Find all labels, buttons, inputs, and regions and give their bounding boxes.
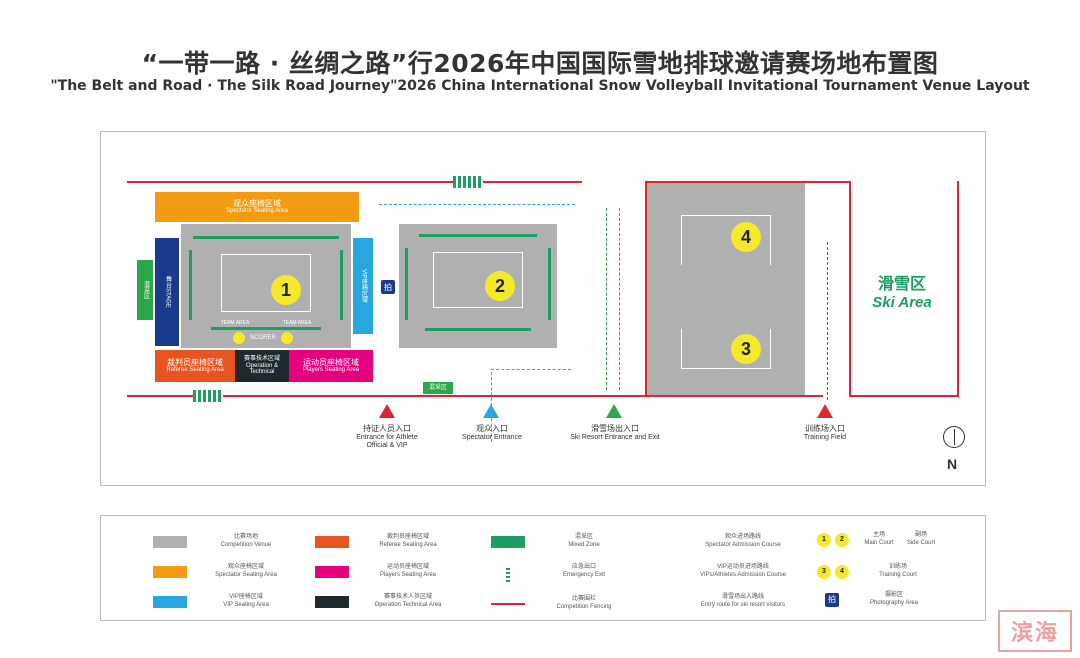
legend-swatch-players <box>315 565 349 578</box>
title-chinese: “一带一路 · 丝绸之路”行2026年中国国际雪地排球邀请赛场地布置图 <box>141 49 939 78</box>
emergency-exit-icon <box>491 565 525 582</box>
fence-ski-right-vert <box>849 181 851 397</box>
main-court-1: TEAM AREA TEAM AREA <box>181 224 351 348</box>
court-1-bench-right <box>340 250 343 320</box>
court-1-bench-left <box>189 250 192 320</box>
entrance-ski-label: 滑雪场出入口 Ski Resort Entrance and Exit <box>570 424 660 441</box>
route-spectator-mid <box>491 369 571 370</box>
training-court-4-lines <box>681 215 771 265</box>
court-number-4: 4 <box>731 222 761 252</box>
route-ski-2 <box>619 208 620 390</box>
ski-area-label: 滑雪区 Ski Area <box>872 276 932 311</box>
legend-swatch-mixed <box>491 535 525 548</box>
players-seating-area: 运动员座椅区域 Players Seating Area <box>289 350 373 382</box>
photography-icon: 拍 <box>825 592 839 607</box>
route-spectator-top <box>379 204 575 205</box>
legend-court-3: 3 <box>817 564 831 579</box>
court-1-bench-top <box>193 236 339 239</box>
referee-seating-area: 裁判员座椅区域 Referee Seating Area <box>155 350 235 382</box>
court-1-lines <box>221 254 311 312</box>
court-number-1: 1 <box>271 275 301 305</box>
scorer-table: SCORER <box>233 330 293 346</box>
venue-map: 观众座椅区域 Spectator Seating Area 舞台 STAGE 混… <box>100 131 986 486</box>
emergency-exit-bottom <box>193 390 223 402</box>
court-1-team-area-left: TEAM AREA <box>220 320 250 326</box>
legend-court-4: 4 <box>835 564 849 579</box>
watermark-stamp: 滨海 <box>998 610 1072 652</box>
legend-swatch-venue <box>153 535 187 548</box>
entrance-spectator-label: 观众入口 Spectator Entrance <box>462 424 522 441</box>
court-2-bench-left <box>405 248 408 320</box>
route-training <box>827 242 828 400</box>
legend-swatch-operation <box>315 595 349 608</box>
fence-right-vert <box>957 181 959 397</box>
court-2-bench-top <box>419 234 537 237</box>
court-2-bench-right <box>548 248 551 320</box>
emergency-exit-top <box>453 176 483 188</box>
legend-swatch-vip <box>153 595 187 608</box>
court-2-bench-bottom <box>425 328 531 331</box>
legend-swatch-fencing <box>491 602 525 605</box>
entrance-athlete-label: 持证人员入口 Entrance for Athlete Official & V… <box>356 424 418 449</box>
mixed-zone-left: 混采区 <box>137 260 153 320</box>
fence-ski-top <box>645 181 850 183</box>
north-label: N <box>947 456 958 472</box>
fence-top-left <box>127 181 582 183</box>
spectator-seating-area: 观众座椅区域 Spectator Seating Area <box>155 192 359 222</box>
title-english: "The Belt and Road · The Silk Road Journ… <box>50 78 1030 94</box>
photo-spot-1 <box>233 332 245 344</box>
entrance-training-marker <box>817 404 833 418</box>
training-court-3-lines <box>681 329 771 369</box>
legend-court-2: 2 <box>835 532 849 547</box>
entrance-athlete-marker <box>379 404 395 418</box>
stage: 舞台 STAGE <box>155 238 179 346</box>
court-1-bench-bottom <box>211 327 321 330</box>
entrance-ski-marker <box>606 404 622 418</box>
fence-left-bottom <box>127 395 607 397</box>
court-2-lines <box>433 252 523 308</box>
legend-swatch-spectator <box>153 565 187 578</box>
court-number-3: 3 <box>731 334 761 364</box>
legend-swatch-referee <box>315 535 349 548</box>
mixed-zone-small: 混采区 <box>423 382 453 394</box>
photography-area-icon: 拍 <box>381 280 395 294</box>
operation-technical-area: 赛事技术区域 Operation & Technical <box>235 350 289 382</box>
fence-right-bottom <box>849 395 959 397</box>
legend-court-1: 1 <box>817 532 831 547</box>
north-arrow-icon <box>943 426 965 448</box>
side-court-2 <box>399 224 557 348</box>
photo-spot-2 <box>280 332 293 344</box>
court-number-2: 2 <box>485 271 515 301</box>
route-ski-1 <box>606 208 607 390</box>
fence-ski-left-vert <box>645 181 647 397</box>
entrance-training-label: 训练场入口 Training Field <box>803 424 847 441</box>
training-area <box>647 183 805 395</box>
vip-seating-area: VIP座椅区域 <box>353 238 373 334</box>
court-1-team-area-right: TEAM AREA <box>282 320 312 326</box>
entrance-spectator-marker <box>483 404 499 418</box>
fence-bottom-mid <box>531 395 823 397</box>
